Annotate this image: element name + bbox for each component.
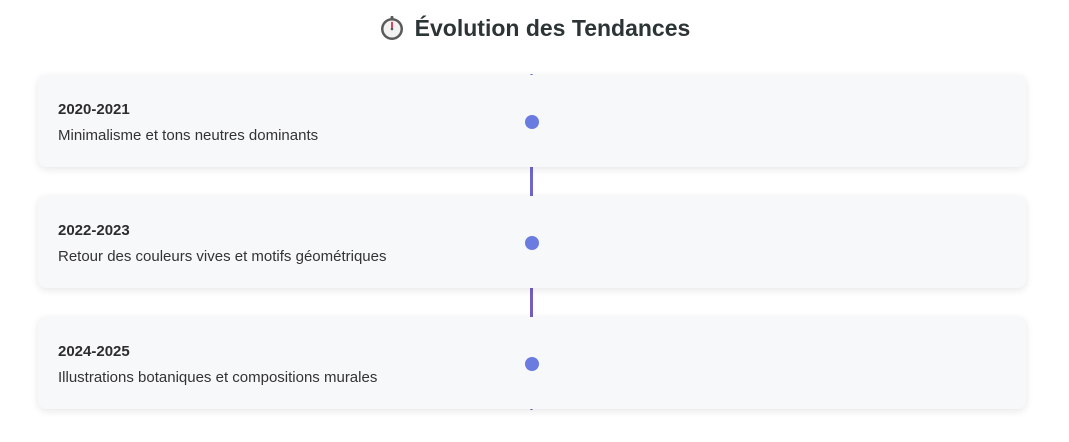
timeline-dot xyxy=(525,115,539,129)
timeline-item-description: Minimalisme et tons neutres dominants xyxy=(58,127,319,144)
timeline-item-period: 2020-2021 xyxy=(58,101,130,118)
timeline-item: 2020-2021 Minimalisme et tons neutres do… xyxy=(38,75,1026,167)
timeline-item: 2024-2025 Illustrations botaniques et co… xyxy=(38,317,1026,409)
timeline-dot xyxy=(525,236,539,250)
timeline-dot xyxy=(525,357,539,371)
timeline-item-description: Illustrations botaniques et compositions… xyxy=(58,369,378,386)
timeline-item: 2022-2023 Retour des couleurs vives et m… xyxy=(38,196,1026,288)
page-title: Évolution des Tendances xyxy=(0,12,1069,44)
page-title-text: Évolution des Tendances xyxy=(414,14,691,41)
stopwatch-icon xyxy=(379,15,405,41)
timeline-item-description: Retour des couleurs vives et motifs géom… xyxy=(58,248,387,265)
timeline-item-period: 2022-2023 xyxy=(58,222,130,239)
timeline-item-period: 2024-2025 xyxy=(58,343,130,360)
